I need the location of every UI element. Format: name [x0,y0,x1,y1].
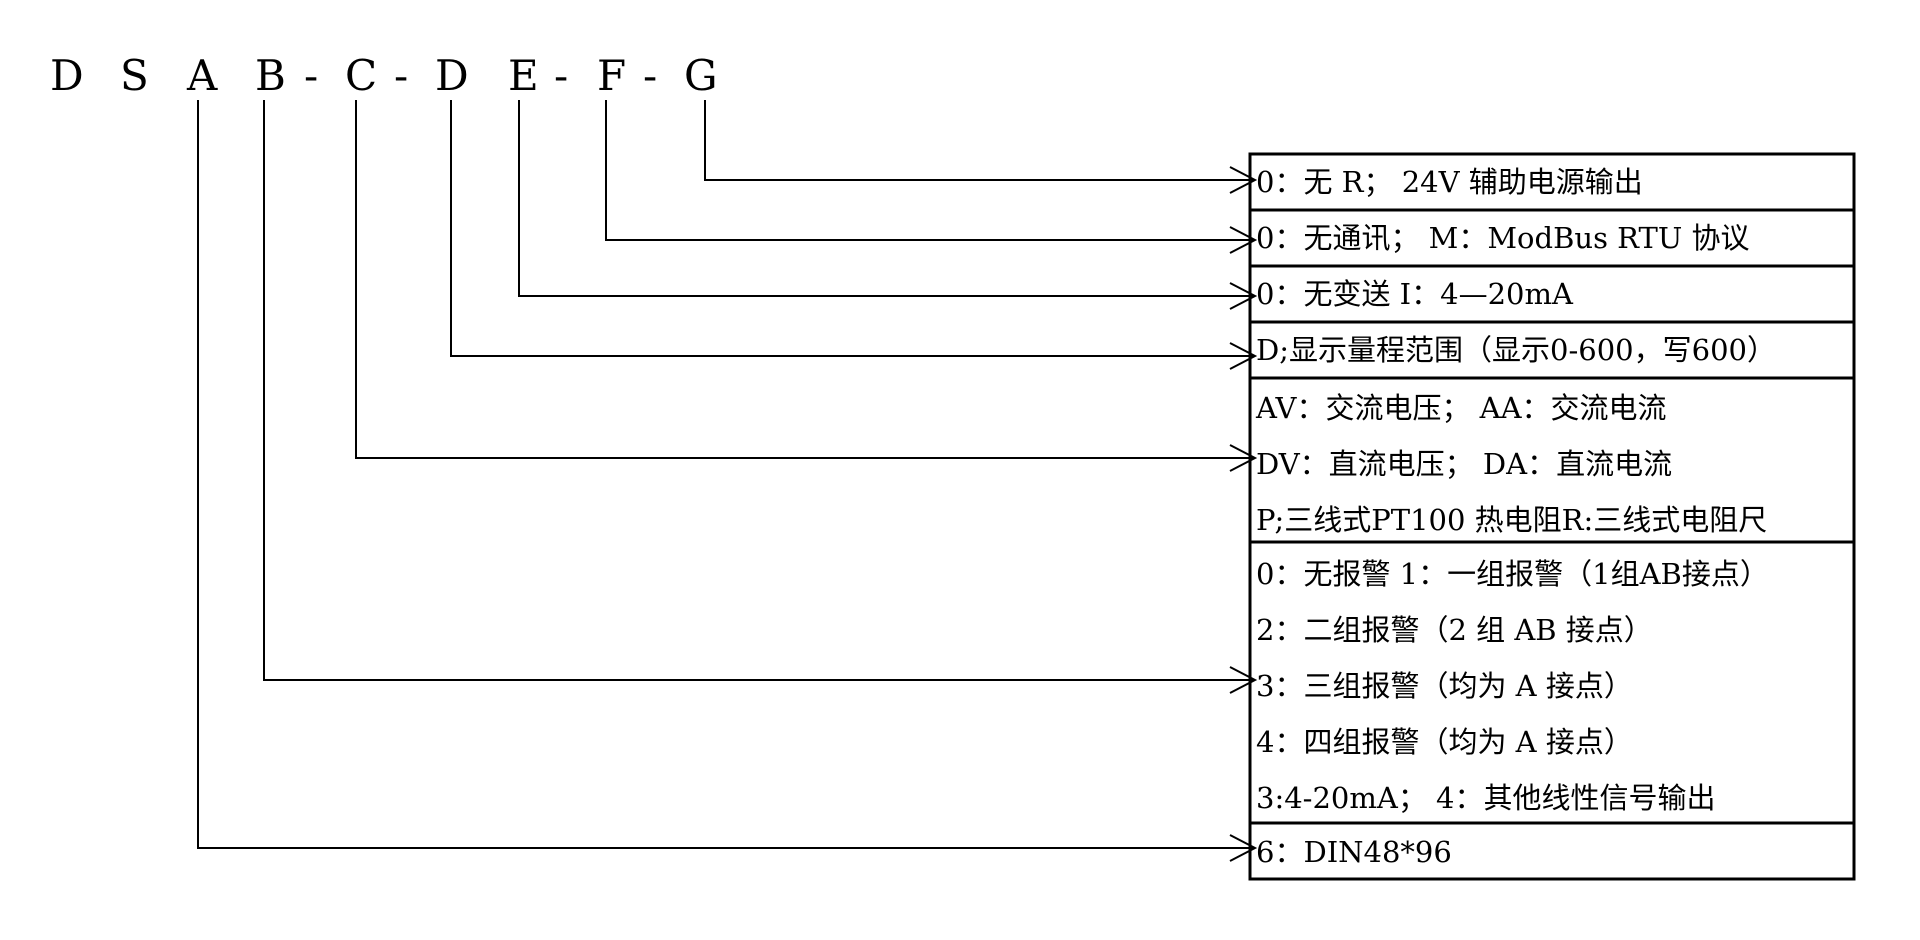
code-char-e: E [508,51,539,100]
legend-table: 0：无 R； 24V 辅助电源输出 0：无通讯； M：ModBus RTU 协议… [1248,152,1856,881]
model-code: D S A B - C - D E - F - G [50,51,718,100]
code-char-b: B [255,51,286,100]
legend-b-line: 3：三组报警（均为 A 接点） [1256,669,1633,703]
legend-b-line: 4：四组报警（均为 A 接点） [1256,725,1633,759]
code-char-s: S [120,51,149,100]
code-char-a: A [186,51,218,100]
legend-d-line: D;显示量程范围（显示0-600，写600） [1256,333,1776,367]
legend-c-line: DV：直流电压； DA：直流电流 [1256,447,1672,481]
code-char-g: G [684,51,718,100]
code-char-d: D [50,51,84,100]
code-char-d2: D [435,51,469,100]
legend-a-line: 6：DIN48*96 [1256,835,1452,869]
code-dash: - [394,51,408,100]
connector-g [704,100,1258,194]
legend-b-line: 3:4-20mA； 4：其他线性信号输出 [1256,781,1715,815]
code-char-f: F [597,51,626,100]
connector-e [518,100,1258,310]
connectors [197,100,1258,862]
code-dash: - [554,51,568,100]
legend-c-line: AV：交流电压； AA：交流电流 [1255,391,1667,425]
legend-c-line: P;三线式PT100 热电阻R:三线式电阻尺 [1256,503,1767,537]
legend-border [1248,152,1856,881]
connector-f [605,100,1258,254]
connector-c [355,100,1258,472]
legend-b-line: 2：二组报警（2 组 AB 接点） [1256,613,1653,647]
code-dash: - [643,51,657,100]
connector-d [450,100,1258,370]
connector-a [197,100,1258,862]
code-char-c: C [345,51,377,100]
connector-b [263,100,1258,694]
legend-e-line: 0：无变送 I：4—20mA [1256,277,1574,311]
legend-b-line: 0：无报警 1：一组报警（1组AB接点） [1256,557,1769,591]
legend-f-line: 0：无通讯； M：ModBus RTU 协议 [1256,221,1750,255]
legend-g-line: 0：无 R； 24V 辅助电源输出 [1256,165,1643,199]
code-dash: - [304,51,318,100]
